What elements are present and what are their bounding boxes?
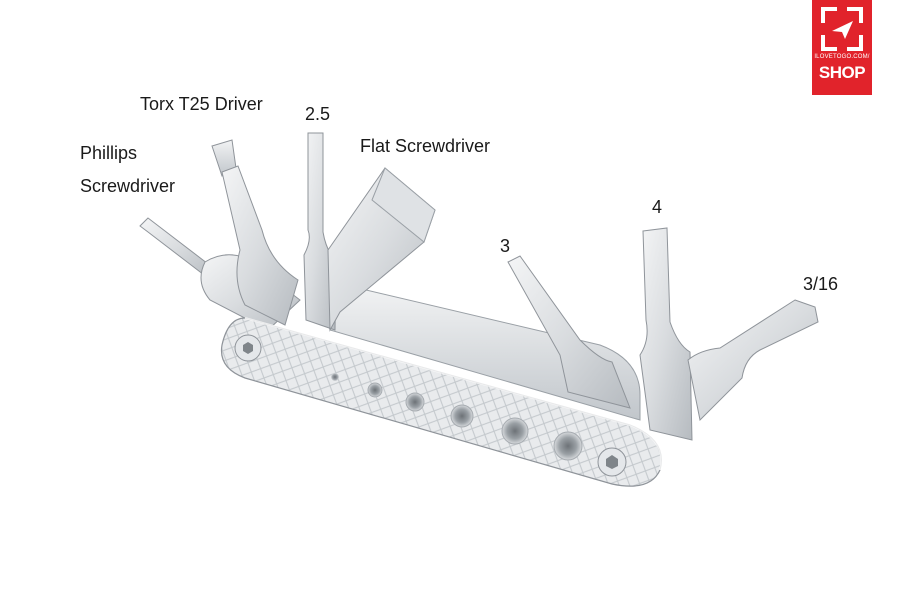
phillips-label-line1: Phillips — [80, 143, 138, 163]
hex-key-4 — [639, 227, 693, 441]
shop-badge-small-text: ILOVETOGO.COM/ — [814, 54, 870, 60]
threaded-holes — [331, 373, 583, 461]
torx-bit — [211, 139, 299, 326]
shop-logo-icon — [821, 7, 863, 51]
hex-key-3 — [507, 255, 631, 409]
pivot-screw-right — [597, 447, 627, 477]
hex-4-label: 4 — [652, 197, 663, 217]
phillips-label-line2: Screwdriver — [80, 176, 176, 196]
flat-screwdriver — [327, 167, 436, 332]
hex-3-label: 3 — [500, 236, 511, 256]
pivot-screw-left — [234, 334, 262, 362]
front-plate — [220, 317, 663, 487]
hex-key-3-16 — [687, 299, 819, 422]
flat-screwdriver-label: Flat Screwdriver — [360, 136, 491, 156]
shop-badge-big-text: SHOP — [818, 63, 866, 82]
hex-2-5-label: 2.5 — [305, 104, 331, 124]
shop-badge-logo[interactable]: ILOVETOGO.COM/ SHOP — [812, 0, 872, 95]
torx-label: Torx T25 Driver — [140, 94, 263, 114]
hex-3-16-label: 3/16 — [803, 274, 839, 294]
hex-key-2-5 — [303, 132, 337, 331]
